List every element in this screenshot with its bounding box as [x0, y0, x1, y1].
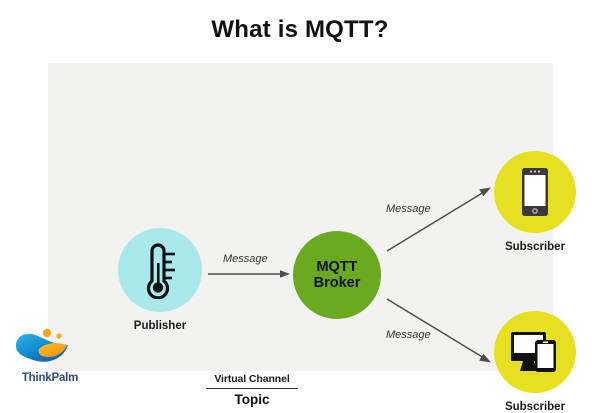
publisher-node: Publisher: [118, 228, 202, 332]
broker-circle: MQTT Broker: [293, 231, 381, 319]
subscriber-node-1: Subscriber: [494, 151, 576, 253]
topic-block: Virtual Channel Topic: [206, 373, 298, 407]
subscriber-node-2: Subscriber: [494, 311, 576, 413]
arrow-label-1: Message: [223, 253, 268, 265]
brand-logo: ThinkPalm: [14, 328, 86, 384]
arrow-label-2: Message: [386, 203, 431, 215]
topic-divider: [206, 388, 298, 389]
brand-name: ThinkPalm: [21, 372, 79, 384]
subscriber-circle-2: [494, 311, 576, 393]
arrow-publisher-to-broker: [208, 270, 290, 278]
diagram-panel: Publisher MQTT Broker Subscriber: [48, 63, 576, 413]
broker-label-line2: Broker: [313, 275, 361, 291]
smartphone-icon: [522, 168, 548, 216]
page-title: What is MQTT?: [211, 16, 389, 43]
publisher-circle: [118, 228, 202, 312]
arrow-label-3: Message: [386, 329, 431, 341]
subscriber-circle-1: [494, 151, 576, 233]
arrow-broker-to-subscriber-2: [386, 298, 491, 363]
broker-node: MQTT Broker: [293, 231, 381, 319]
topic-subtitle: Virtual Channel: [214, 373, 290, 385]
thermometer-icon: [146, 243, 175, 299]
broker-label: MQTT Broker: [314, 259, 361, 291]
broker-label-line1: MQTT: [316, 258, 358, 275]
subscriber-caption-2: Subscriber: [504, 401, 566, 413]
publisher-caption: Publisher: [133, 320, 187, 332]
subscriber-caption-1: Subscriber: [504, 241, 566, 253]
arrow-broker-to-subscriber-1: [386, 187, 491, 252]
desktop-tablet-icon: [511, 332, 556, 372]
thinkpalm-logo-icon: [16, 328, 68, 362]
